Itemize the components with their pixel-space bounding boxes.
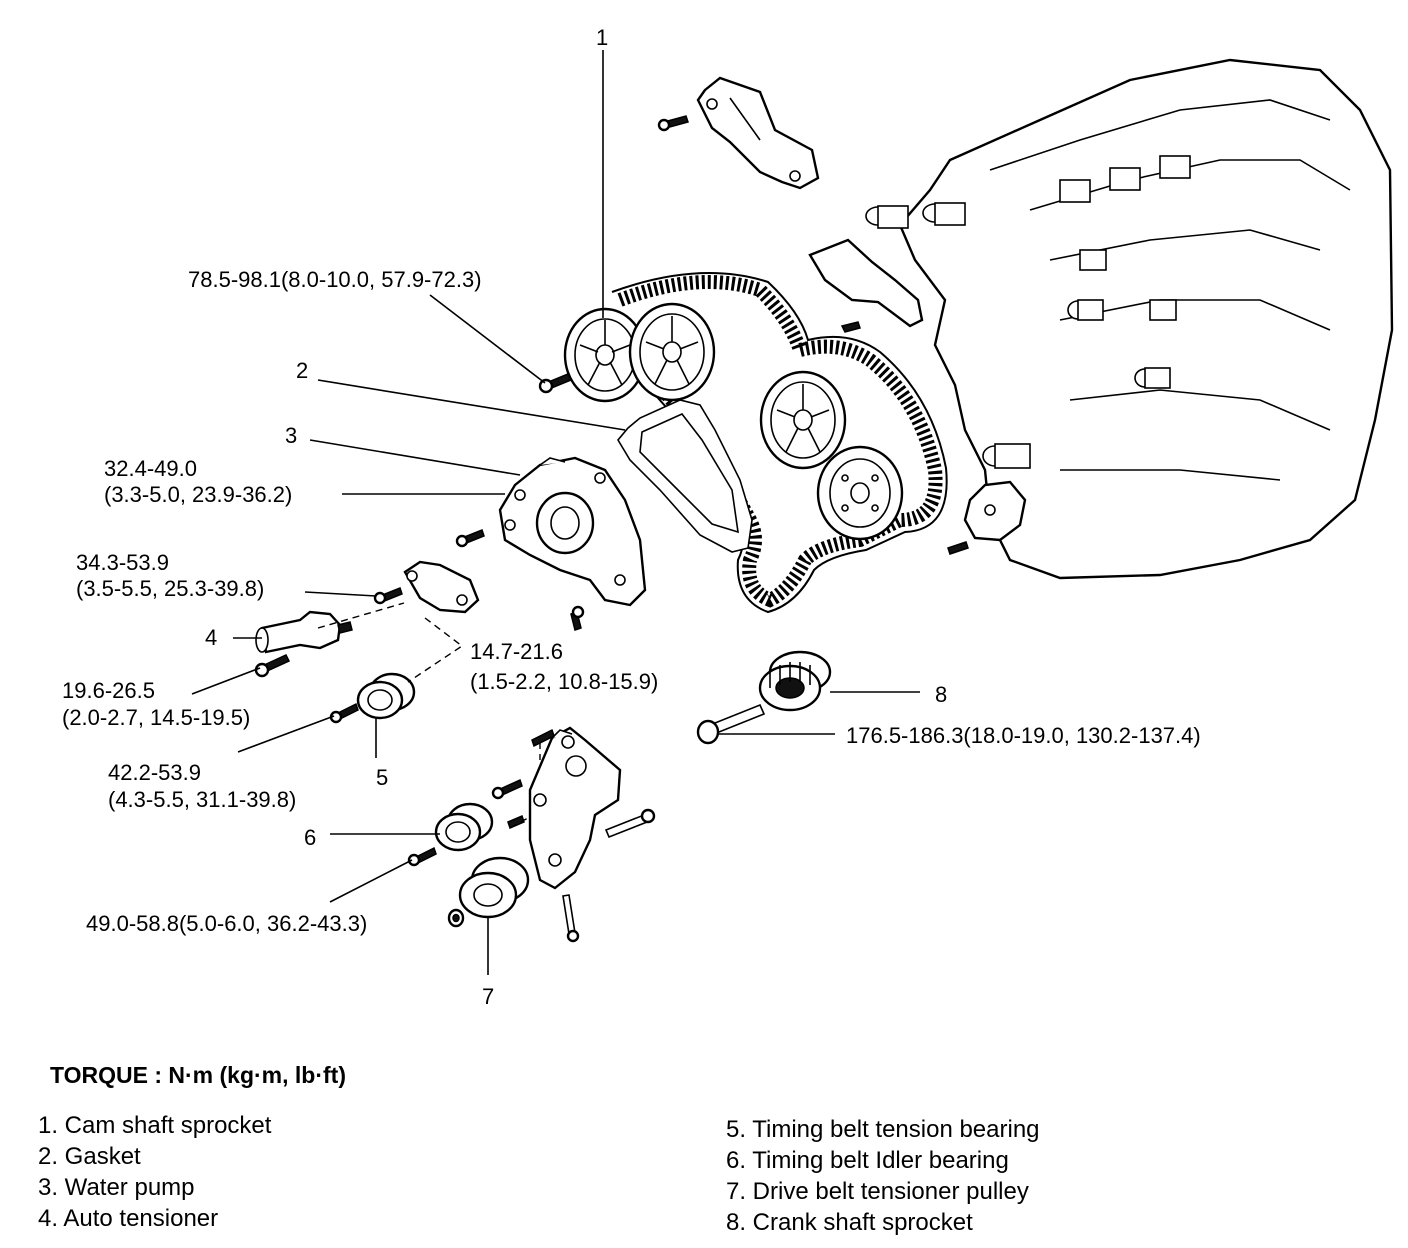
callout-8: 8 [935,682,947,707]
legend-item: 6. Timing belt Idler bearing [726,1147,1009,1174]
callout-5: 5 [376,765,388,790]
engine-block [865,58,1394,580]
legend-item: 5. Timing belt tension bearing [726,1116,1040,1143]
idler-bearing-bolt [407,846,437,867]
cam-sprocket-bolt [538,373,573,394]
lower-bracket-bolts [491,728,656,943]
cam-sprocket-lower-left [759,370,847,470]
timing-belt-tension-bearing [356,672,416,720]
torque-auto-tensioner-line2: (2.0-2.7, 14.5-19.5) [62,705,250,730]
parts-legend-left: 1. Cam shaft sprocket 2. Gasket 3. Water… [38,1110,271,1234]
crank-sprocket-bolt [696,703,766,745]
drive-belt-tensioner-pulley [458,856,530,919]
cam-sprocket-right [628,302,716,402]
torque-tension-bearing-line1: 42.2-53.9 [108,760,201,785]
torque-cam-sprocket: 78.5-98.1(8.0-10.0, 57.9-72.3) [188,267,482,292]
torque-crank-sprocket: 176.5-186.3(18.0-19.0, 130.2-137.4) [846,723,1201,748]
torque-tension-arm-line1: 14.7-21.6 [470,639,563,664]
torque-tension-arm-line2: (1.5-2.2, 10.8-15.9) [470,669,658,694]
callout-6: 6 [304,825,316,850]
torque-idler-pulley: 49.0-58.8(5.0-6.0, 36.2-43.3) [86,911,367,936]
torque-tensioner-bracket-line1: 34.3-53.9 [76,550,169,575]
torque-units-heading: TORQUE : N·m (kg·m, lb·ft) [50,1062,346,1088]
bracket-bolt [657,115,689,132]
water-pump [498,456,647,607]
torque-tensioner-bracket-line2: (3.5-5.5, 25.3-39.8) [76,576,264,601]
parts-legend-right: 5. Timing belt tension bearing 6. Timing… [726,1114,1040,1238]
pulley-nut [447,908,465,928]
legend-item: 1. Cam shaft sprocket [38,1112,272,1139]
auto-tensioner-bolt [254,654,291,678]
legend-item: 7. Drive belt tensioner pulley [726,1178,1029,1205]
legend-item: 3. Water pump [38,1174,195,1201]
timing-belt-idler-bearing [434,802,494,852]
upper-bracket [696,76,820,190]
legend-item: 2. Gasket [38,1143,141,1170]
callout-7: 7 [482,984,494,1009]
tensioner-bracket-bolt [373,587,403,605]
legend-item: 8. Crank shaft sprocket [726,1209,973,1236]
gasket [617,399,753,553]
callout-2: 2 [296,358,308,383]
callout-3: 3 [285,423,297,448]
callout-4: 4 [205,625,217,650]
torque-tension-bearing-line2: (4.3-5.5, 31.1-39.8) [108,787,296,812]
auto-tensioner [255,610,353,654]
cam-sprocket-lower-right [816,445,904,541]
tensioner-arm-bracket [403,560,480,614]
crank-shaft-sprocket [758,650,832,712]
belt-guide-bracket [947,480,1027,555]
cam-sprocket-left [563,307,647,403]
belt-cover-piece [808,238,924,333]
torque-water-pump-line1: 32.4-49.0 [104,456,197,481]
drive-belt-tensioner-bracket [528,726,622,890]
leader-lines [191,50,920,975]
tension-bearing-bolt [329,702,359,724]
legend-item: 4. Auto tensioner [38,1205,219,1232]
water-pump-bolt [455,529,585,631]
torque-auto-tensioner-line1: 19.6-26.5 [62,678,155,703]
torque-water-pump-line2: (3.3-5.0, 23.9-36.2) [104,482,292,507]
callout-1: 1 [596,25,608,50]
